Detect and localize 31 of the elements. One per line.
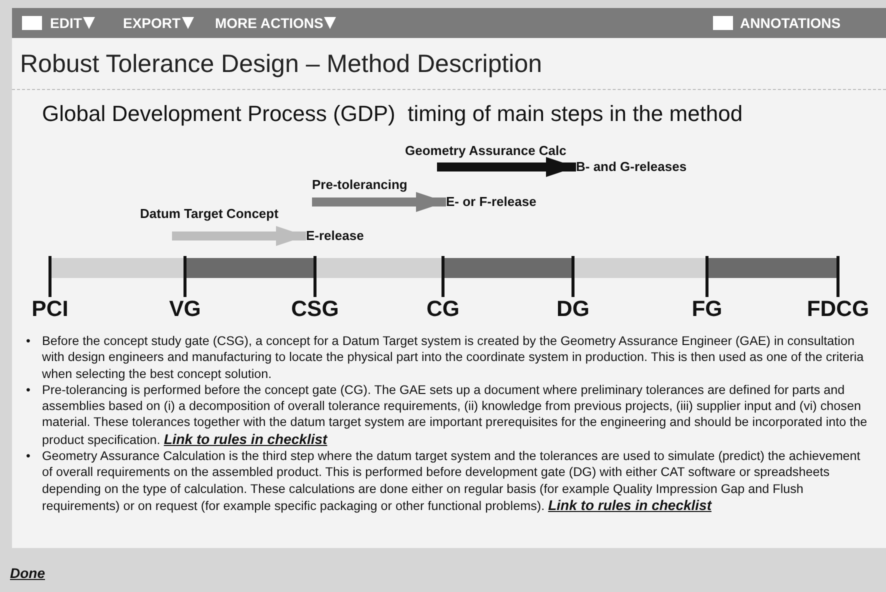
edge-label: Geometry Assurance Calc [405, 143, 566, 159]
done-link: Done [10, 565, 45, 581]
diagram-heading: Global Development Process (GDP) timing of main steps in the method [42, 101, 743, 127]
edge-label: Datum Target Concept [140, 206, 278, 222]
edit-menu: EDIT [50, 8, 95, 38]
bullet-marker: • [26, 382, 30, 398]
gate-label: DG [556, 296, 590, 322]
arrow [437, 157, 576, 177]
checklist-link: Link to rules in checklist [164, 430, 328, 447]
bullet-paragraph: Geometry Assurance Calculation is the third step where the datum target system and the tolerances are used to simulate (predict) the achievement of overall requirements on the assembled product. This is performed before development gate (DG) with either CAT software or spreadsheets depending on the type of calculation. These calculations are done either on regular basis (for example Quality Impression Gap and Flush requirements) or on request (for example specific packaging or other functional problems). Link to rules in checklist [42, 448, 862, 514]
gate-label: VG [169, 296, 201, 322]
gate-label: FDCG [806, 296, 870, 322]
release-label: E-release [306, 228, 364, 244]
page-title: Robust Tolerance Design – Method Description [20, 50, 542, 79]
bullet-paragraph: Before the concept study gate (CSG), a concept for a Datum Target system is created by the Geometry Assurance Engineer (GAE) in consultation with design engineers and manufacturing to locate the physical part into the coordinate system in production. This is then used as one of the criteria when selecting the best concept solution. [42, 333, 865, 382]
gate-label: PCI [32, 296, 68, 322]
checklist-link: Link to rules in checklist [548, 496, 712, 513]
release-label: B- and G-releases [576, 159, 687, 175]
gate-label: CSG [291, 296, 339, 322]
bullet-marker: • [26, 448, 30, 464]
release-label: E- or F-release [446, 194, 536, 210]
gate-label: CG [426, 296, 460, 322]
export-menu: EXPORT [123, 8, 194, 38]
more-actions-menu: MORE ACTIONS [215, 8, 336, 38]
arrow [172, 226, 306, 246]
bullet-marker: • [26, 333, 30, 350]
bullet-paragraph: Pre-tolerancing is performed before the concept gate (CG). The GAE sets up a document where preliminary tolerances are defined for parts and assemblies based on (i) a decomposition of overall tolerance requirements, (ii) knowledge from previous projects, (iii) supplier input and (vi) chosen material. These tolerances together with the datum target system are important prerequisites for the engineering and should be incorporated into the product specification. Link to rules in checklist [42, 382, 868, 448]
annotations-menu: ANNOTATIONS [740, 8, 841, 38]
edge-label: Pre-tolerancing [312, 177, 408, 193]
gate-label: FG [692, 296, 722, 322]
arrow [312, 192, 446, 212]
